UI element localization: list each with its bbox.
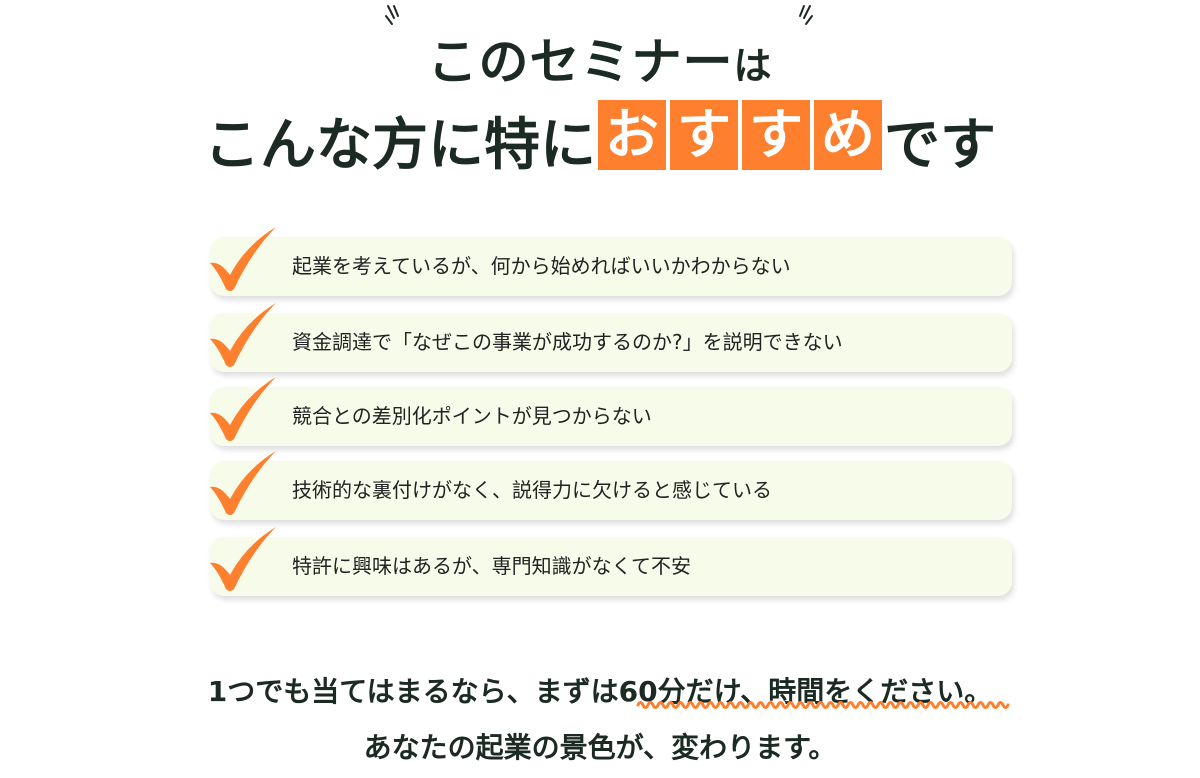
highlight-box: め — [814, 100, 882, 170]
check-icon — [210, 227, 276, 291]
check-icon — [210, 377, 276, 441]
heading-prefix: こんな方に特に — [204, 113, 596, 178]
heading-main: このセミナー — [427, 33, 734, 91]
sparkle-right-icon — [799, 5, 813, 25]
checklist-item: 資金調達で「なぜこの事業が成功するのか?」を説明できない — [210, 303, 1012, 372]
checklist-item: 特許に興味はあるが、専門知識がなくて不安 — [210, 527, 1012, 596]
closing-text: 1つでも当てはまるなら、まず — [207, 675, 591, 708]
checklist-item: 技術的な裏付けがなく、説得力に欠けると感じている — [210, 451, 1012, 520]
sparkle-left-icon — [385, 5, 399, 25]
wavy-underline — [636, 701, 1010, 709]
checklist-text: 競合との差別化ポイントが見つからない — [292, 404, 652, 428]
heading-line-1: このセミナーは — [0, 22, 1200, 94]
closing-line-1: 1つでも当てはまるなら、まずは60分だけ、時間をください。 — [0, 670, 1200, 710]
check-icon — [210, 303, 276, 367]
highlight-box: す — [670, 100, 738, 170]
heading-line-2: こんな方に特におすすめです — [0, 100, 1200, 181]
checklist-text: 起業を考えているが、何から始めればいいかわからない — [292, 254, 791, 278]
highlight-box: す — [742, 100, 810, 170]
heading-end: です — [884, 113, 996, 178]
check-icon — [210, 527, 276, 591]
checklist-text: 資金調達で「なぜこの事業が成功するのか?」を説明できない — [292, 330, 843, 354]
highlight-box: お — [598, 100, 666, 170]
heading-suffix: は — [733, 44, 773, 88]
checklist-item: 起業を考えているが、何から始めればいいかわからない — [210, 227, 1012, 296]
checklist-item: 競合との差別化ポイントが見つからない — [210, 377, 1012, 446]
checklist-text: 技術的な裏付けがなく、説得力に欠けると感じている — [292, 478, 772, 502]
check-icon — [210, 451, 276, 515]
closing-line-2: あなたの起業の景色が、変わります。 — [363, 731, 837, 764]
checklist-text: 特許に興味はあるが、専門知識がなくて不安 — [292, 554, 691, 578]
